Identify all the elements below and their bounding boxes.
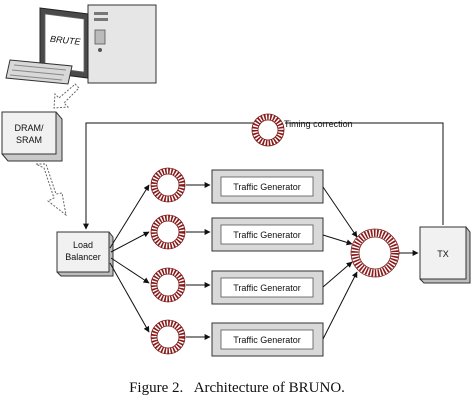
arrow-balancer-gen3 bbox=[110, 257, 150, 284]
traffic-generator-label: Traffic Generator bbox=[233, 182, 301, 192]
memory-label-line1: DRAM/ bbox=[15, 123, 44, 133]
arrow-gen2-merge bbox=[322, 234, 353, 246]
arrow-gen3-merge bbox=[322, 261, 353, 288]
traffic-generator-label: Traffic Generator bbox=[233, 230, 301, 240]
traffic-generator-1: Traffic Generator bbox=[211, 169, 324, 204]
generator-ring-3 bbox=[150, 267, 186, 303]
arrow-balancer-gen1 bbox=[109, 184, 150, 249]
arrow-balancer-gen2 bbox=[110, 231, 150, 253]
load-balancer-box: Load Balancer bbox=[56, 231, 114, 277]
generator-ring-1 bbox=[150, 167, 186, 203]
arrow-gen1-merge bbox=[322, 186, 358, 238]
traffic-generator-4: Traffic Generator bbox=[211, 322, 324, 357]
caption-text: Architecture of BRUNO. bbox=[193, 380, 345, 396]
arrow-balancer-gen4 bbox=[109, 262, 150, 333]
merge-ring bbox=[350, 228, 400, 278]
feedback-arrow-balancer bbox=[83, 122, 253, 230]
transfer-arrow-memory-balancer bbox=[35, 163, 67, 217]
generator-ring-4 bbox=[150, 319, 186, 355]
computer-icon: BRUTE bbox=[5, 4, 157, 85]
timing-correction-ring bbox=[251, 113, 285, 147]
generator-ring-2 bbox=[150, 214, 186, 250]
figure-caption: Figure 2. Architecture of BRUNO. bbox=[0, 380, 474, 397]
traffic-generator-label: Traffic Generator bbox=[233, 335, 301, 345]
load-balancer-label-line2: Balancer bbox=[65, 252, 101, 262]
load-balancer-label-line1: Load bbox=[73, 240, 93, 250]
traffic-generator-3: Traffic Generator bbox=[211, 270, 324, 305]
memory-box: DRAM/ SRAM bbox=[1, 111, 63, 162]
tx-label: TX bbox=[437, 249, 449, 259]
traffic-generator-2: Traffic Generator bbox=[211, 217, 324, 252]
traffic-generator-label: Traffic Generator bbox=[233, 283, 301, 293]
caption-figure-number: Figure 2. bbox=[129, 380, 184, 396]
computer-screen-text: BRUTE bbox=[50, 34, 82, 47]
transfer-arrow-computer-memory bbox=[53, 83, 80, 109]
tx-box: TX bbox=[419, 226, 471, 284]
memory-label-line2: SRAM bbox=[16, 135, 42, 145]
timing-correction-label: Timing correction bbox=[284, 119, 353, 129]
arrow-gen4-merge bbox=[322, 271, 358, 340]
feedback-line-tx bbox=[285, 122, 444, 225]
